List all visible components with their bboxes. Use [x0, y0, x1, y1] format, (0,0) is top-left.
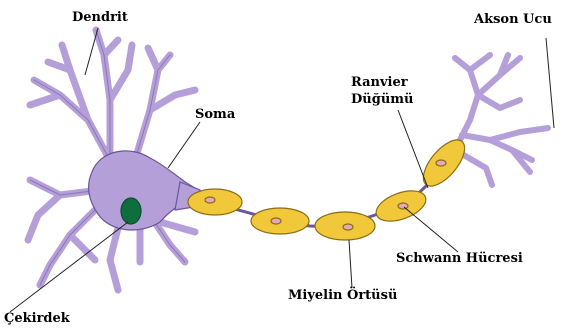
label-cekirdek: Çekirdek [4, 311, 70, 326]
label-miyelin: Miyelin Örtüsü [288, 288, 397, 303]
schwann-cell-1 [188, 189, 242, 215]
label-akson-ucu: Akson Ucu [474, 12, 552, 27]
axon-terminal-branches [455, 55, 548, 185]
leader-dendrit [85, 28, 98, 75]
label-soma: Soma [195, 107, 235, 122]
leader-miyelin [349, 240, 352, 288]
schwann-cell-5 [416, 133, 472, 193]
leader-akson-ucu [546, 38, 554, 128]
leader-ranvier [398, 110, 428, 188]
label-ranvier-line2: Düğümü [351, 92, 413, 107]
nucleus [121, 198, 141, 224]
leader-soma [168, 122, 200, 168]
schwann-cell-2 [251, 208, 309, 234]
schwann-cell-3 [315, 212, 375, 240]
myelin-sheath [188, 133, 472, 240]
label-ranvier-line1: Ranvier [351, 75, 408, 90]
leader-schwann [404, 207, 458, 252]
axon-line [195, 150, 455, 226]
label-dendrit: Dendrit [72, 10, 128, 25]
label-schwann: Schwann Hücresi [396, 251, 523, 266]
